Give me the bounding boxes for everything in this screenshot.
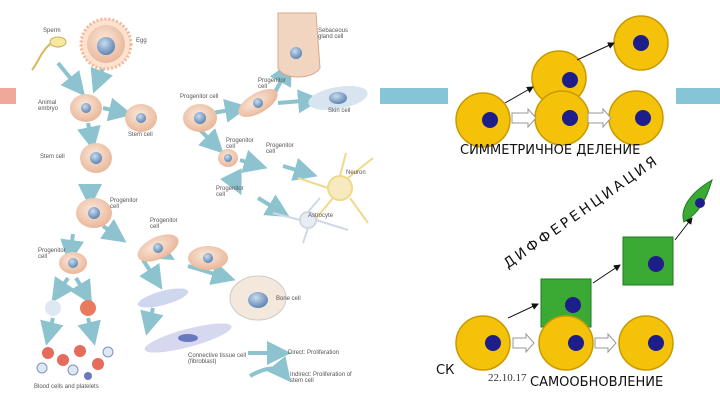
nucleus [695, 198, 705, 208]
label-progenitor-5: Progenitor cell [216, 186, 244, 198]
stem-cell-lineage-diagram: Sperm Egg Animal embryo Stem cell Stem c… [28, 8, 383, 398]
accent-bar-left [0, 88, 16, 104]
self-renewal-caption: САМООБНОВЛЕНИЕ [530, 375, 664, 390]
cell-yellow [613, 15, 669, 71]
label-neuron: Neuron [346, 170, 366, 176]
label-sperm: Sperm [43, 28, 61, 34]
nucleus [565, 297, 581, 313]
legend [248, 341, 292, 383]
sebaceous-gland-illustration [277, 12, 321, 78]
nucleus [648, 256, 664, 272]
label-connective: Connective tissue cell (fibroblast) [188, 353, 247, 365]
lineage-illustration [31, 12, 374, 383]
label-progenitor-4: Progenitor cell [266, 143, 294, 155]
decor-bar-right [676, 88, 720, 104]
elongated-cells [137, 85, 368, 353]
bone-cell-illustration [229, 275, 287, 321]
cell-yellow [618, 315, 674, 371]
division-arrow [576, 42, 615, 61]
label-progenitor-8: Progenitor cell [38, 248, 66, 260]
self-renewal-group [455, 315, 674, 371]
cell-yellow [534, 90, 590, 146]
lineage-arrows [40, 60, 322, 346]
label-stem-cell-2: Stem cell [40, 154, 65, 160]
label-progenitor-6: Progenitor cell [110, 198, 138, 210]
round-cells [45, 94, 238, 316]
label-stem-cell-1: Stem cell [128, 132, 153, 138]
block-arrow [594, 332, 617, 354]
label-skin: Skin cell [328, 108, 351, 114]
cell-yellow [538, 315, 594, 371]
division-schematic [455, 15, 713, 371]
label-progenitor-3: Progenitor cell [226, 138, 254, 150]
division-arrow [504, 86, 534, 104]
differentiation-arrow [674, 217, 693, 241]
label-progenitor-2: Progenitor cell [258, 78, 286, 90]
sperm-illustration [31, 36, 67, 71]
legend-indirect: Indirect: Proliferation of stem cell [290, 372, 352, 384]
block-arrow [512, 332, 535, 354]
decor-bar-middle [380, 88, 448, 104]
blood-cells-illustration [36, 345, 114, 380]
symmetric-division-caption: СИММЕТРИЧНОЕ ДЕЛЕНИЕ [460, 143, 641, 158]
differentiation-arrow [507, 303, 539, 319]
label-egg: Egg [136, 38, 147, 44]
block-arrow [587, 107, 612, 129]
cell-yellow [455, 315, 511, 371]
legend-direct: Direct: Proliferation [288, 350, 340, 356]
differentiation-group [507, 178, 713, 328]
label-sebaceous: Sebaceous gland cell [318, 28, 349, 40]
label-bone: Bone cell [276, 296, 301, 302]
symmetric-division-group [455, 15, 669, 148]
label-embryo: Animal embryo [38, 100, 59, 112]
stem-cell-abbrev-caption: СК [436, 363, 455, 378]
cell-yellow [455, 92, 511, 148]
label-astrocyte: Astrocyte [308, 213, 334, 219]
neuron-illustration [297, 152, 374, 229]
label-progenitor-1: Progenitor cell [180, 94, 219, 100]
block-arrow [511, 107, 537, 129]
slide-date: 22.10.17 [488, 372, 527, 384]
cell-yellow [608, 90, 664, 146]
cell-green-square [622, 236, 674, 286]
differentiation-arrow [592, 264, 621, 284]
astrocyte-illustration [272, 197, 349, 244]
label-blood: Blood cells and platelets [34, 384, 99, 390]
egg-illustration [79, 17, 133, 71]
cell-yellow [531, 50, 587, 106]
label-progenitor-7: Progenitor cell [150, 218, 178, 230]
